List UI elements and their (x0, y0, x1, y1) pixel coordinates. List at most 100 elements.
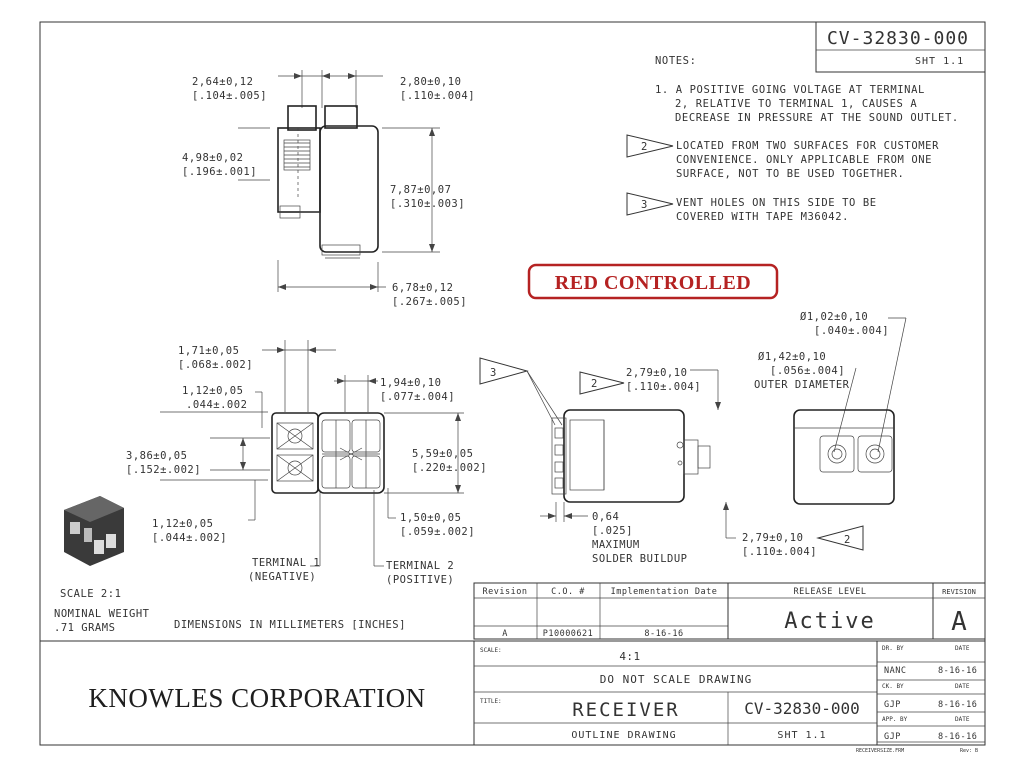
release-value: Active (784, 609, 875, 634)
dim-d17-inch: [.056±.004] (770, 365, 845, 377)
dim-d16-value: Ø1,02±0,10 (800, 311, 868, 323)
dim-d14-value: 0,64 (592, 511, 619, 523)
ck-date-label: DATE (955, 683, 970, 690)
isometric-part-image (64, 496, 124, 566)
notes-header: NOTES: (655, 55, 697, 67)
note1-line3: DECREASE IN PRESSURE AT THE SOUND OUTLET… (675, 112, 959, 124)
scale-field-label: SCALE: (480, 647, 502, 654)
dim-d11-value: 1,12±0,05 (152, 518, 213, 530)
terminal1-polarity: (NEGATIVE) (248, 571, 316, 583)
dr-by-label: DR. BY (882, 645, 904, 652)
dim-d6-value: 1,71±0,05 (178, 345, 239, 357)
note3-line2: COVERED WITH TAPE M36042. (676, 211, 849, 223)
terminal2-label: TERMINAL 2 (386, 560, 454, 572)
scale-label: SCALE 2:1 (60, 588, 121, 600)
dim-d10-inch: [.220±.002] (412, 462, 487, 474)
dim-d13-inch: [.110±.004] (626, 381, 701, 393)
dr-by-name: NANC (884, 666, 906, 676)
dim-d11-inch: [.044±.002] (152, 532, 227, 544)
dim-d5-value: 6,78±0,12 (392, 282, 453, 294)
dim-d1-inch: [.104±.005] (192, 90, 267, 102)
drawing-number: CV-32830-000 (744, 699, 860, 718)
revision-value: A (951, 607, 967, 637)
dim-d4-value: 7,87±0,07 (390, 184, 451, 196)
note2-line2: CONVENIENCE. ONLY APPLICABLE FROM ONE (676, 154, 932, 166)
top-number-box: CV-32830-000 SHT 1.1 (815, 21, 986, 73)
note1-line2: 2, RELATIVE TO TERMINAL 1, CAUSES A (675, 98, 917, 110)
end-view: Ø1,02±0,10 [.040±.004] Ø1,42±0,10 [.056±… (754, 311, 907, 505)
dim-d17-value: Ø1,42±0,10 (758, 351, 826, 363)
rev-header-date: Implementation Date (611, 587, 718, 597)
dim-d12-value: 1,50±0,05 (400, 512, 461, 524)
weight-label: NOMINAL WEIGHT (54, 608, 150, 620)
dim-d12-inch: [.059±.002] (400, 526, 475, 538)
dim-d13-value: 2,79±0,10 (626, 367, 687, 379)
drawing-title: RECEIVER (572, 699, 680, 721)
dr-date-label: DATE (955, 645, 970, 652)
red-controlled-stamp: RED CONTROLLED (527, 263, 779, 300)
app-by-name: GJP (884, 732, 901, 742)
dim-d6-inch: [.068±.002] (178, 359, 253, 371)
flag3: 3 (490, 367, 497, 379)
note2-flag-triangle (626, 134, 674, 158)
dim-d5-inch: [.267±.005] (392, 296, 467, 308)
dim-d7-value: 1,12±0,05 (182, 385, 243, 397)
units-note: DIMENSIONS IN MILLIMETERS [INCHES] (174, 619, 406, 631)
sheet-border (39, 21, 986, 746)
flag2b: 2 (844, 534, 851, 546)
rev-row-co: P10000621 (543, 629, 594, 639)
scale-field-value: 4:1 (619, 650, 640, 663)
rev-footer: Rev: B (960, 748, 978, 754)
app-by-label: APP. BY (882, 716, 908, 723)
dim-d4-inch: [.310±.003] (390, 198, 465, 210)
release-level-block: RELEASE LEVEL Active REVISION A (727, 582, 986, 640)
drawing-subtitle: OUTLINE DRAWING (571, 730, 676, 741)
dim-d9-value: 3,86±0,05 (126, 450, 187, 462)
dim-d14-label1: MAXIMUM (592, 539, 640, 551)
side-view: 3 2 2,79±0,10 [.110±.004] 0,64 (479, 357, 864, 565)
weight-value: .71 GRAMS (54, 622, 115, 634)
file-name: RECEIVERSIZE.FRM (856, 748, 904, 754)
bottom-view: 1,71±0,05 [.068±.002] 1,12±0,05 .044±.00… (126, 340, 487, 586)
dim-d3-value: 4,98±0,02 (182, 152, 243, 164)
dim-d15-inch: [.110±.004] (742, 546, 817, 558)
note1-line1: 1. A POSITIVE GOING VOLTAGE AT TERMINAL (655, 84, 925, 96)
dim-d9-inch: [.152±.002] (126, 464, 201, 476)
app-date-label: DATE (955, 716, 970, 723)
dim-d8-inch: [.077±.004] (380, 391, 455, 403)
revision-table: Revision C.O. # Implementation Date A P1… (473, 582, 729, 640)
dim-d14-label2: SOLDER BUILDUP (592, 553, 688, 565)
ck-by-name: GJP (884, 700, 901, 710)
rev-header-revision: Revision (483, 587, 528, 597)
dim-d16-inch: [.040±.004] (814, 325, 889, 337)
company-name: KNOWLES CORPORATION (88, 683, 425, 713)
top-sheet-number: SHT 1.1 (915, 56, 964, 67)
dim-d7-inch: .044±.002 (186, 399, 247, 411)
dim-d2-value: 2,80±0,10 (400, 76, 461, 88)
dim-d3-inch: [.196±.001] (182, 166, 257, 178)
drawing-sheet: SHT 1.1 (777, 730, 826, 741)
note3-flag-triangle (626, 192, 674, 216)
notes-section: NOTES: 1. A POSITIVE GOING VOLTAGE AT TE… (626, 55, 959, 223)
top-view: 2,64±0,12 [.104±.005] 2,80±0,10 [.110±.0… (182, 70, 475, 308)
ck-by-label: CK. BY (882, 683, 904, 690)
note3-flag: 3 (641, 199, 648, 211)
revision-header: REVISION (942, 588, 976, 596)
note2-flag: 2 (641, 141, 648, 153)
flag2a: 2 (591, 378, 598, 390)
dim-d10-value: 5,59±0,05 (412, 448, 473, 460)
no-scale-note: DO NOT SCALE DRAWING (600, 673, 752, 686)
title-block: SCALE: 4:1 DO NOT SCALE DRAWING TITLE: R… (474, 641, 985, 754)
terminal2-polarity: (POSITIVE) (386, 574, 454, 586)
dim-d2-inch: [.110±.004] (400, 90, 475, 102)
dim-d8-value: 1,94±0,10 (380, 377, 441, 389)
dim-d15-value: 2,79±0,10 (742, 532, 803, 544)
ck-date: 8-16-16 (938, 700, 977, 710)
note2-line1: LOCATED FROM TWO SURFACES FOR CUSTOMER (676, 140, 939, 152)
release-header: RELEASE LEVEL (793, 587, 866, 597)
dr-date: 8-16-16 (938, 666, 977, 676)
note2-line3: SURFACE, NOT TO BE USED TOGETHER. (676, 168, 904, 180)
rev-header-co: C.O. # (551, 587, 585, 597)
dim-d1-value: 2,64±0,12 (192, 76, 253, 88)
terminal1-label: TERMINAL 1 (252, 557, 320, 569)
